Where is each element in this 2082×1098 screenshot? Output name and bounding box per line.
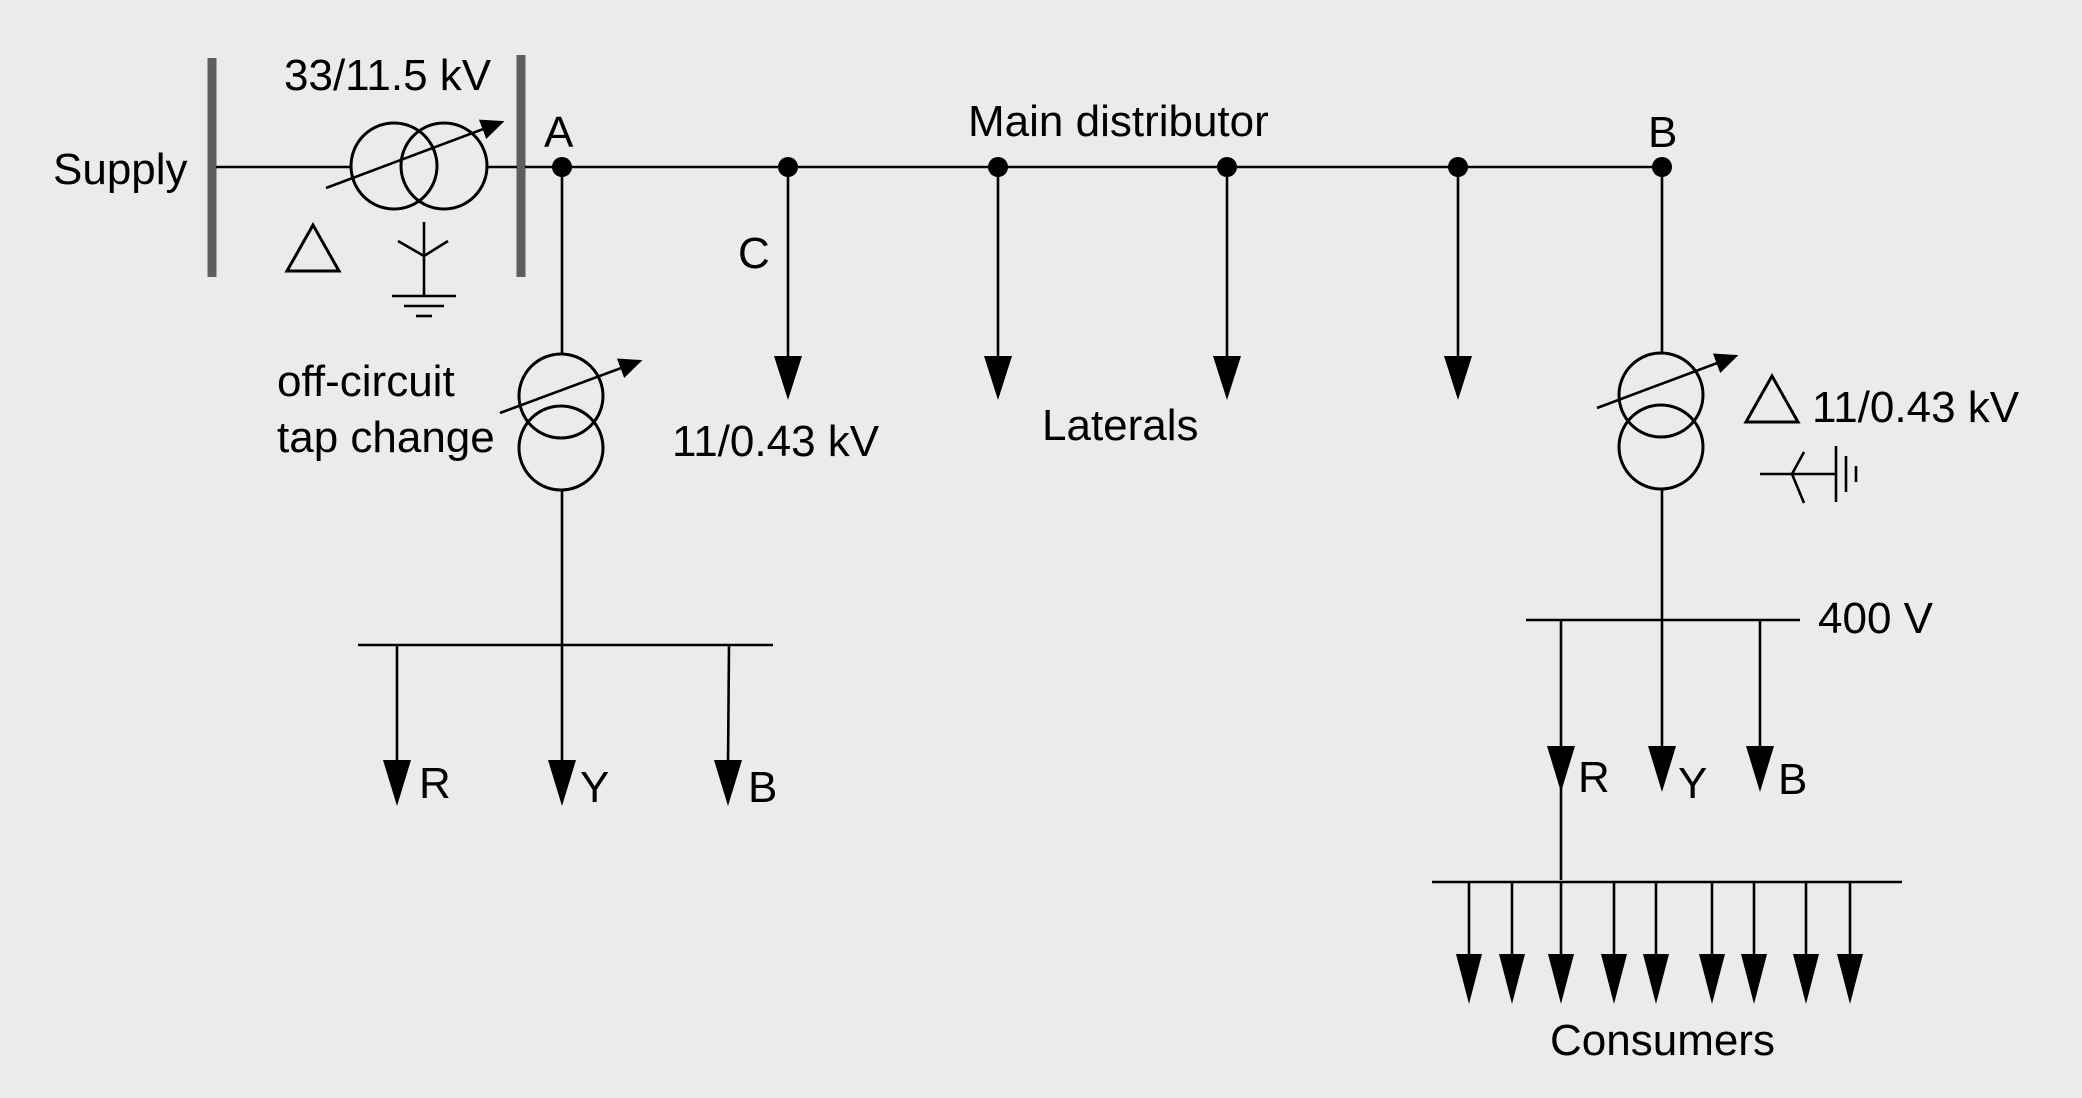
phase-y-label: Y	[1678, 759, 1707, 808]
arrow-head-icon	[1444, 356, 1472, 400]
arrow-head-icon	[383, 760, 411, 806]
delta-winding-icon	[284, 221, 342, 273]
node-c-label: C	[738, 229, 770, 278]
primary-winding-icon	[349, 121, 439, 211]
phase-b-label: B	[1778, 755, 1807, 804]
arrow-head-icon	[1746, 746, 1774, 792]
supply-label: Supply	[53, 145, 188, 194]
consumer-feeds	[1456, 882, 1863, 1004]
laterals-label: Laterals	[1042, 401, 1199, 450]
delta-winding-icon	[1743, 372, 1801, 424]
phase-b-line	[726, 644, 731, 767]
node-b-label: B	[1648, 108, 1677, 157]
transformer-rating-label: 33/11.5 kV	[284, 51, 492, 100]
substation-a: R Y B off-circuit tap change	[277, 167, 777, 812]
arrow-head-icon	[1741, 954, 1767, 1004]
star-earthed-winding-icon	[392, 222, 456, 318]
lateral-c-rating-label: 11/0.43 kV	[672, 417, 880, 466]
laterals: C 11/0.43 kV Laterals	[672, 167, 1472, 466]
arrow-head-icon	[1456, 954, 1482, 1004]
substation-b: 11/0.43 kV 400 V R Y B	[1526, 167, 2020, 880]
primary-winding-icon	[1617, 351, 1705, 439]
tap-change-label-line2: tap change	[277, 413, 495, 462]
tap-change-arrow-icon	[499, 358, 643, 415]
arrow-head-icon	[714, 760, 742, 806]
phase-y-label: Y	[580, 763, 609, 812]
consumers-label: Consumers	[1550, 1016, 1775, 1065]
star-earthed-winding-icon	[1760, 446, 1858, 504]
arrow-head-icon	[984, 356, 1012, 400]
arrow-head-icon	[1699, 954, 1725, 1004]
arrow-head-icon	[1601, 954, 1627, 1004]
phase-r-label: R	[1578, 753, 1610, 802]
secondary-winding-icon	[517, 404, 605, 492]
arrow-head-icon	[1648, 746, 1676, 792]
arrow-head-icon	[1547, 746, 1575, 792]
arrow-head-icon	[774, 356, 802, 400]
node-a-label: A	[544, 108, 574, 157]
secondary-winding-icon	[399, 121, 489, 211]
secondary-winding-icon	[1617, 403, 1705, 491]
primary-winding-icon	[517, 352, 605, 440]
arrow-head-icon	[548, 760, 576, 806]
on-load-tap-arrow-icon	[325, 119, 505, 190]
arrow-head-icon	[1793, 954, 1819, 1004]
arrow-head-icon	[1213, 356, 1241, 400]
lv-bus-voltage-label: 400 V	[1818, 594, 1934, 643]
tap-change-arrow-icon	[1596, 353, 1739, 410]
consumers: Consumers	[1432, 880, 1902, 1065]
tap-change-label-line1: off-circuit	[277, 357, 455, 406]
phase-r-label: R	[419, 759, 451, 808]
main-distributor: A B Main distributor	[525, 97, 1677, 177]
arrow-head-icon	[1837, 954, 1863, 1004]
arrow-head-icon	[1499, 954, 1525, 1004]
main-distributor-label: Main distributor	[968, 97, 1269, 146]
primary-substation: Supply 33/11.5 kV	[53, 51, 526, 318]
phase-b-label: B	[748, 763, 777, 812]
substation-b-rating-label: 11/0.43 kV	[1812, 383, 2020, 432]
arrow-head-icon	[1643, 954, 1669, 1004]
arrow-head-icon	[1548, 954, 1574, 1004]
